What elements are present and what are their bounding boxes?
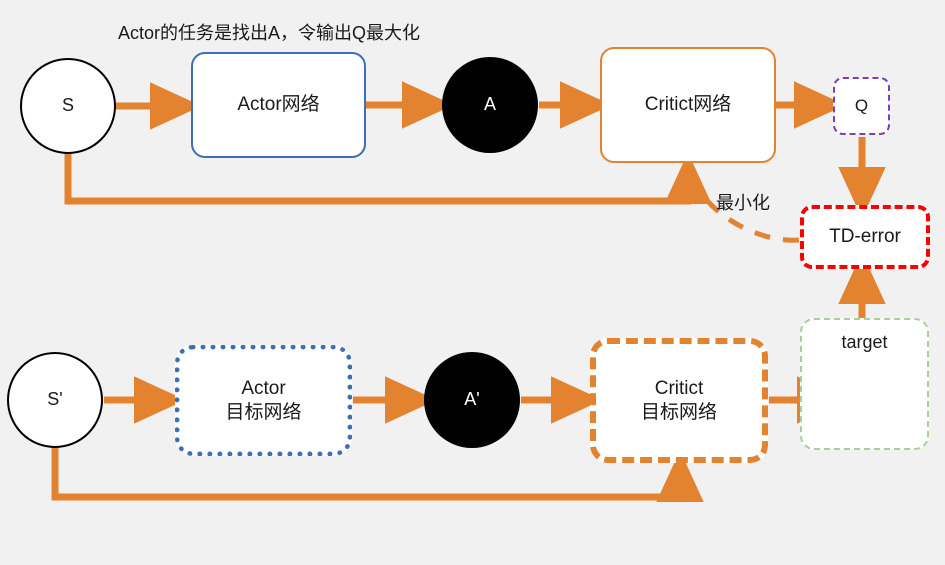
state-node-s-prime: S' [7, 352, 103, 448]
feedback-s-to-critic [64, 152, 712, 205]
actor-target-network-box[interactable]: Actor 目标网络 [175, 345, 352, 456]
critic-target-line2: 目标网络 [640, 401, 717, 423]
target-group-box: target R Q' [800, 318, 929, 450]
state-node-s: S [20, 58, 116, 154]
critic-target-line1: Critict [654, 378, 704, 400]
action-node-a-prime: A' [424, 352, 520, 448]
minimize-label: 最小化 [716, 193, 770, 213]
actor-network-box[interactable]: Actor网络 [191, 52, 366, 158]
action-node-a: A [442, 57, 538, 153]
critic-target-network-box[interactable]: Critict 目标网络 [590, 338, 768, 463]
actor-target-line2: 目标网络 [225, 401, 302, 423]
critic-network-box[interactable]: Critict网络 [600, 47, 776, 163]
title-note: Actor的任务是找出A，令输出Q最大化 [118, 23, 421, 43]
actor-target-line1: Actor [241, 378, 286, 400]
feedback-sprime-to-critic-target [51, 446, 704, 503]
td-error-box: TD-error [800, 205, 930, 269]
q-value-box: Q [833, 77, 890, 135]
target-group-label: target [841, 332, 888, 352]
